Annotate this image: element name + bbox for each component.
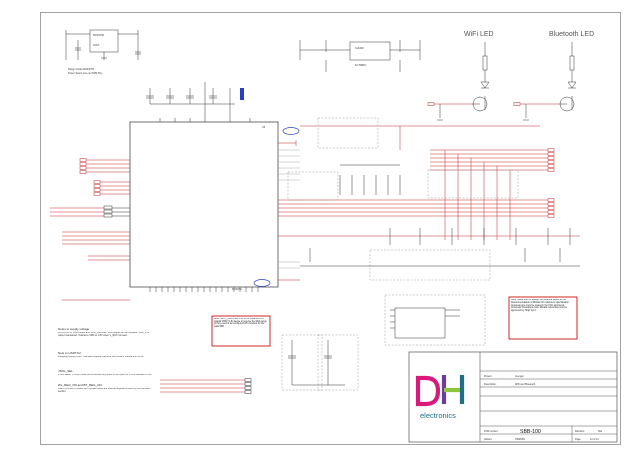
- note-en-body: Used by WWD to power up or power down th…: [58, 388, 152, 393]
- notes-left: Notes to supply voltage Note to UART1/2 …: [58, 327, 103, 387]
- note-jtag-body: JTAG select. This pin must be connected …: [58, 374, 153, 376]
- sheet-frame: [40, 12, 621, 445]
- dnp-box-7: [317, 334, 359, 391]
- section-bluetooth-led: Bluetooth LED: [549, 31, 594, 38]
- antenna-switch: [390, 307, 460, 339]
- pcb-number-value: SBB-100: [520, 429, 541, 435]
- note-jtag-title: JTAG_SEL:: [58, 369, 74, 373]
- variant-label: Variant:: [484, 438, 492, 441]
- section-wifi-led: WiFi LED: [464, 31, 494, 38]
- note-design-inside: Design Inside MOD1750: [68, 68, 95, 71]
- note-uart-title: Note to UART1/2: [58, 351, 81, 355]
- wifi-led-circuit: [427, 42, 490, 121]
- page-label: Page:: [575, 438, 582, 441]
- dnp-box-5: [384, 294, 486, 346]
- note-supply-title: Notes to supply voltage: [58, 327, 90, 331]
- note-en-title: WL_REG_ON and BT_REG_ON:: [58, 383, 103, 387]
- right-pins: [253, 127, 580, 287]
- bt-led-circuit: [513, 42, 577, 121]
- module-ic: U6 MURATA: [129, 118, 279, 292]
- page-value: 12 of 14: [590, 438, 599, 441]
- svg-text:32.768kHz: 32.768kHz: [355, 64, 367, 67]
- company-name: electronics: [420, 411, 456, 420]
- project-label: Project:: [484, 375, 492, 378]
- highlight-ring-top: [282, 127, 300, 135]
- project-value: Avenger: [515, 375, 524, 378]
- title-block: [408, 351, 618, 443]
- svg-text:MOD1750: MOD1750: [93, 34, 105, 37]
- dnp-box-3: [427, 169, 519, 199]
- dnp-box-1: [317, 117, 379, 149]
- note-uart-body: Disabling Debug UART interface outputs. …: [58, 356, 145, 358]
- description-label: Description:: [484, 383, 497, 386]
- module-ic-body: [129, 121, 279, 288]
- note-red-right: Note: Make sure to design the antenna la…: [511, 299, 570, 313]
- left-gpio-pins: [50, 158, 130, 301]
- crystal-block: CLK32K 32.768kHz: [299, 40, 421, 72]
- note-power-select: Power Select (one on PWR Pin): [68, 72, 102, 75]
- decoupling-caps: [146, 82, 244, 118]
- svg-text:U6: U6: [262, 126, 266, 129]
- variant-value: HS00081: [515, 438, 526, 441]
- pullup-resistors: [300, 164, 580, 267]
- bottom-signals: [160, 378, 252, 394]
- dnp-box-4: [369, 249, 491, 281]
- signal-bus: [300, 125, 555, 240]
- note-supply-body: MOD1750 on VDD output and VDD_IOx lines.…: [58, 332, 150, 337]
- regulator-block: MOD1750 VOUT: [65, 29, 141, 60]
- svg-text:CLK32K: CLK32K: [355, 47, 364, 50]
- pcb-number-label: PCB number:: [484, 430, 499, 433]
- dnp-box-6: [281, 334, 323, 391]
- highlight-ring-bottom: [253, 279, 271, 287]
- revision-value: 00a: [598, 430, 603, 433]
- note-red-left: Note: VBAT_DCDC/SW Pins to be powered fr…: [214, 318, 267, 329]
- svg-text:MURATA: MURATA: [232, 288, 242, 291]
- note-box-left: [211, 315, 271, 347]
- svg-text:VOUT: VOUT: [93, 44, 100, 47]
- company-logo: electronics: [415, 375, 465, 420]
- note-box-right: [508, 296, 578, 340]
- revision-label: Revision:: [575, 430, 585, 433]
- description-value: WiFi and Bluetooth: [515, 383, 536, 386]
- bottom-caps: [288, 340, 345, 386]
- dnp-box-2: [287, 171, 339, 201]
